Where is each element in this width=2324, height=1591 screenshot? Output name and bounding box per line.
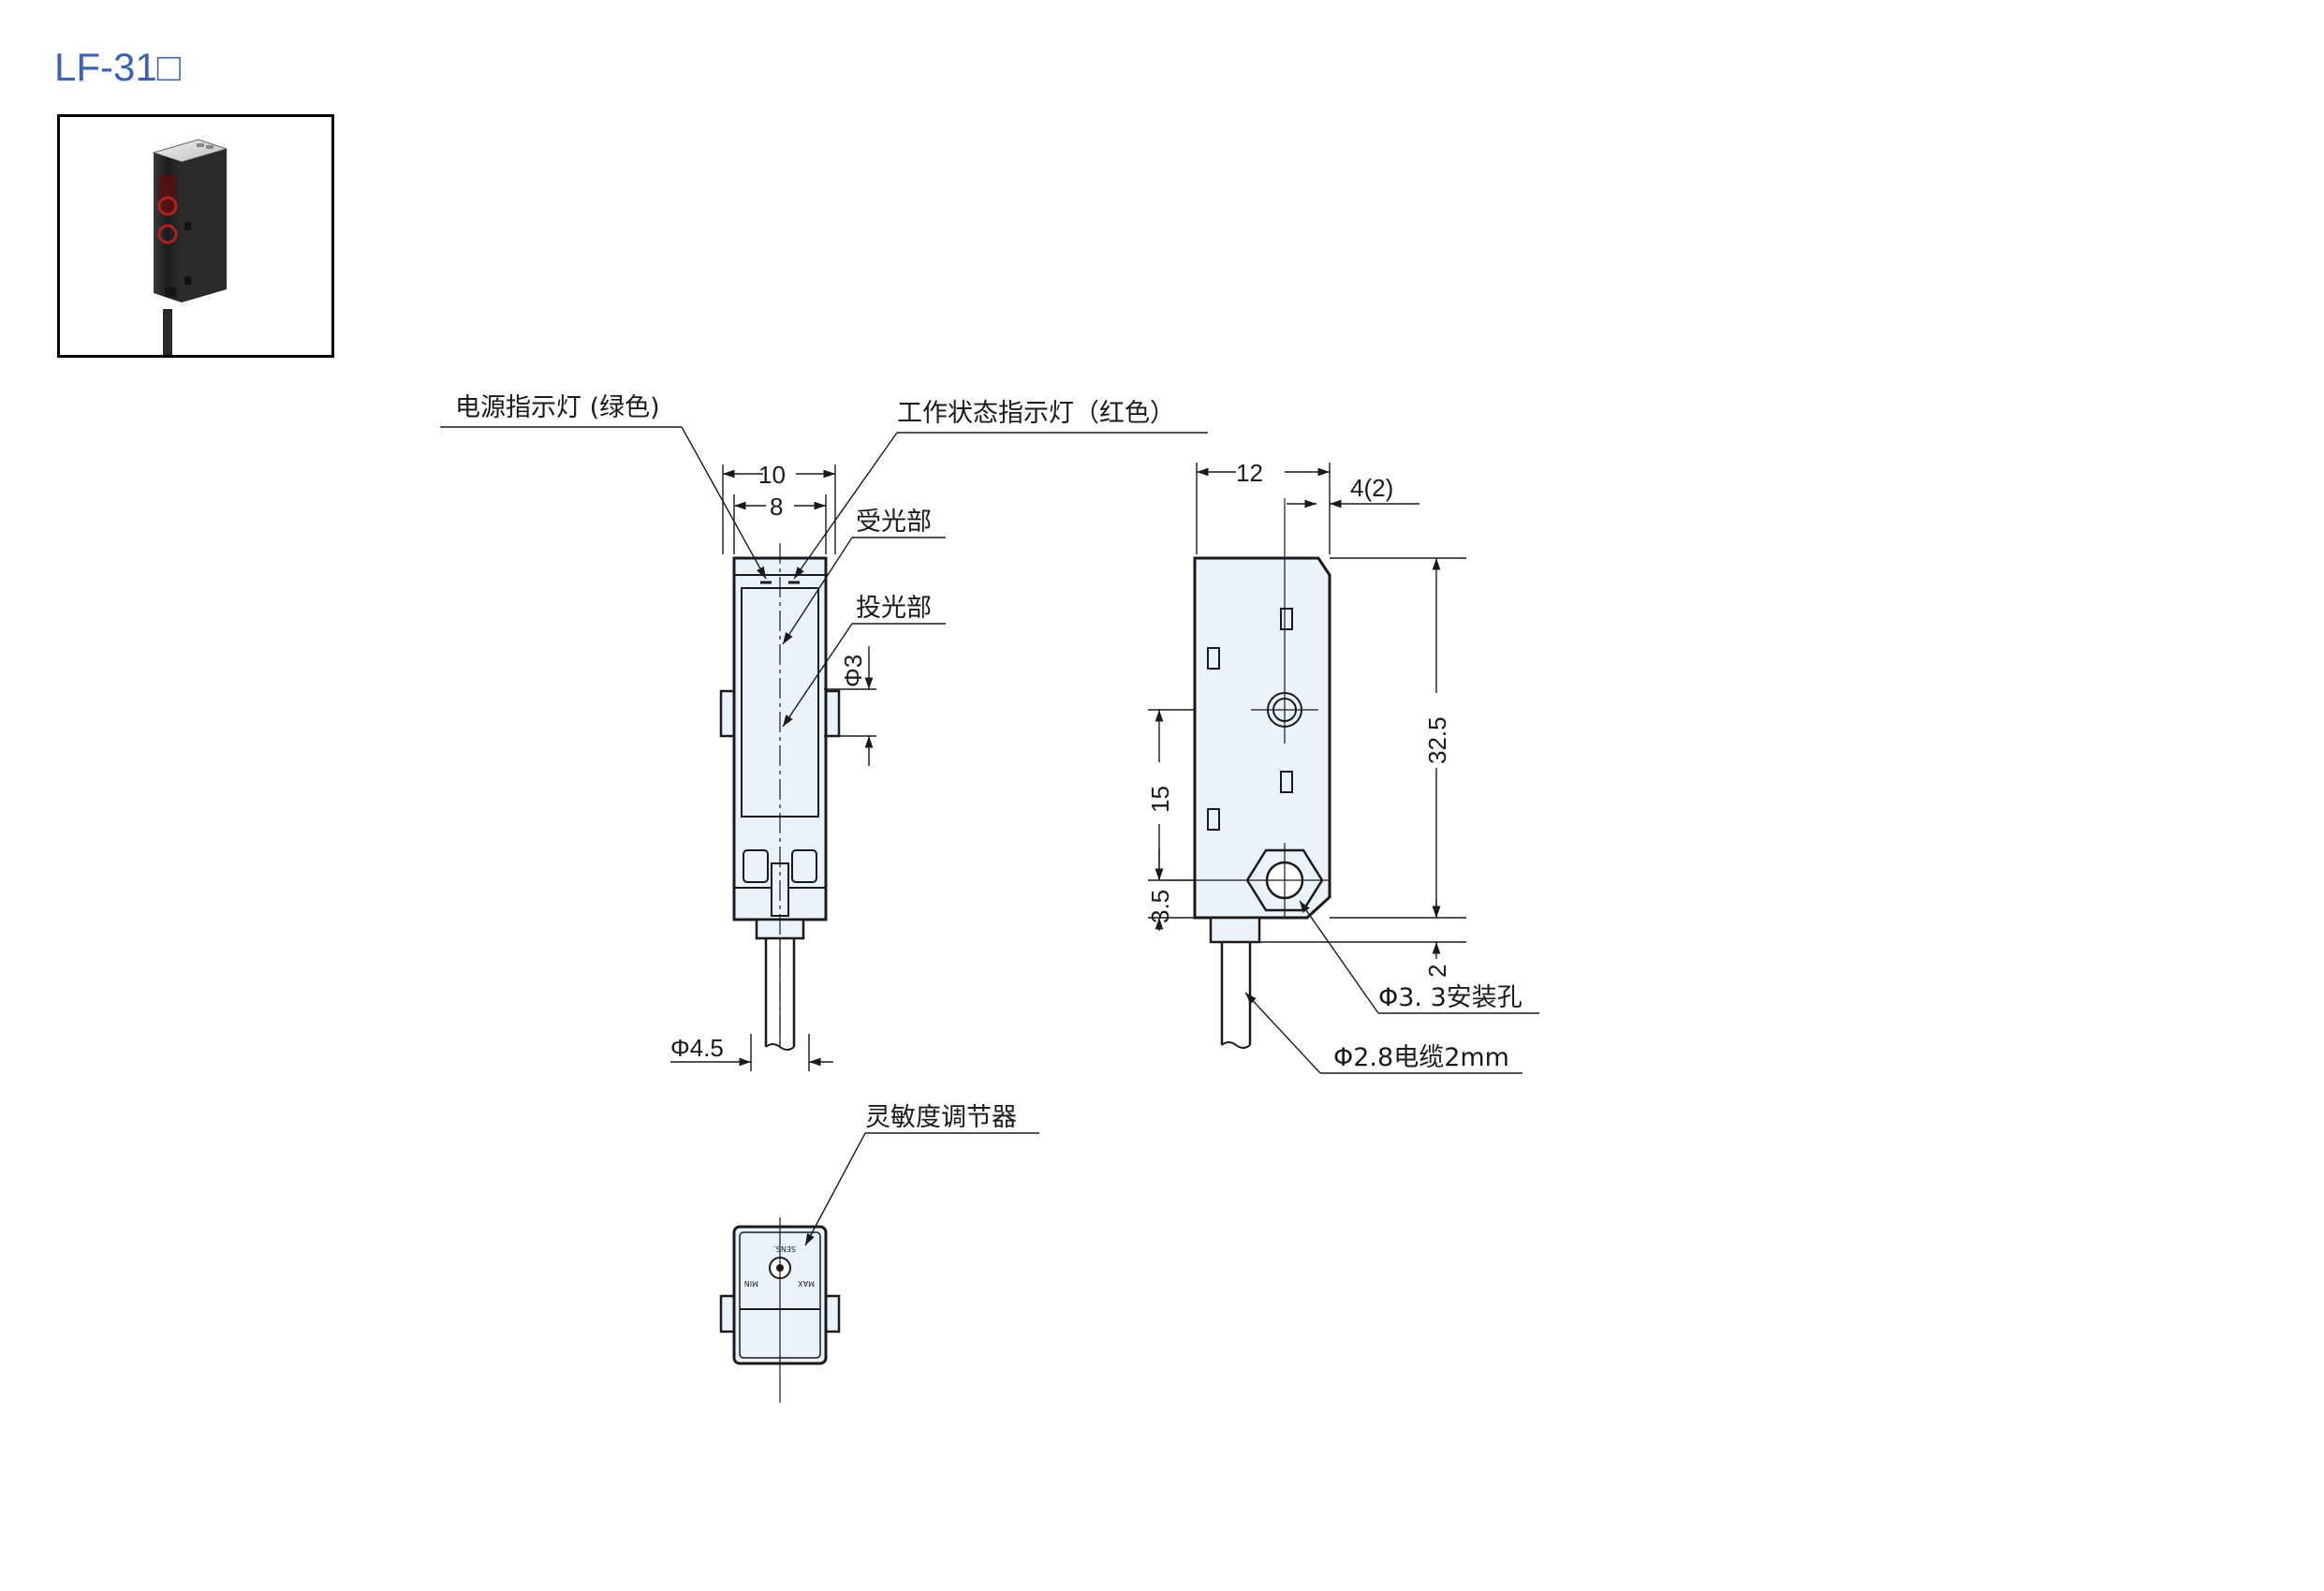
knob-label-sens: SENS. [773, 1245, 796, 1253]
page-title: LF-31□ [54, 45, 182, 89]
front-callout-leaders [440, 426, 1208, 728]
product-photo [57, 114, 334, 358]
dim-hole-offset: 3.5 [1146, 890, 1174, 923]
knob-label-min: MIN [744, 1279, 758, 1288]
front-dimensions [670, 464, 876, 1071]
callout-mount-hole: Φ3. 3安装孔 [1378, 983, 1522, 1012]
callout-cable: Φ2.8电缆2mm [1333, 1043, 1509, 1072]
callout-receiver: 受光部 [856, 508, 932, 537]
callout-status-led: 工作状态指示灯（红色） [897, 399, 1175, 428]
dim-width-inner: 8 [770, 493, 783, 521]
side-dimensions [1148, 463, 1466, 959]
dim-height: 32.5 [1423, 716, 1451, 764]
callout-sensitivity: 灵敏度调节器 [865, 1103, 1017, 1132]
top-callout-leaders [804, 1132, 1039, 1246]
callout-emitter: 投光部 [856, 594, 932, 623]
dim-cable-dia: Φ4.5 [670, 1034, 724, 1062]
side-callout-leaders [1244, 900, 1539, 1074]
dim-bottom-gap: 2 [1423, 965, 1451, 978]
dim-step: 4(2) [1350, 474, 1393, 502]
dim-lens-dia: Φ3 [839, 655, 867, 687]
dim-hole-pitch: 15 [1146, 786, 1174, 813]
dim-width-outer: 10 [758, 461, 786, 489]
side-view [1193, 556, 1331, 1049]
callout-power-led: 电源指示灯 (绿色) [455, 393, 660, 422]
sensor-photo-image [152, 139, 228, 355]
dim-depth: 12 [1236, 459, 1263, 487]
knob-label-max: MAX [798, 1279, 815, 1288]
